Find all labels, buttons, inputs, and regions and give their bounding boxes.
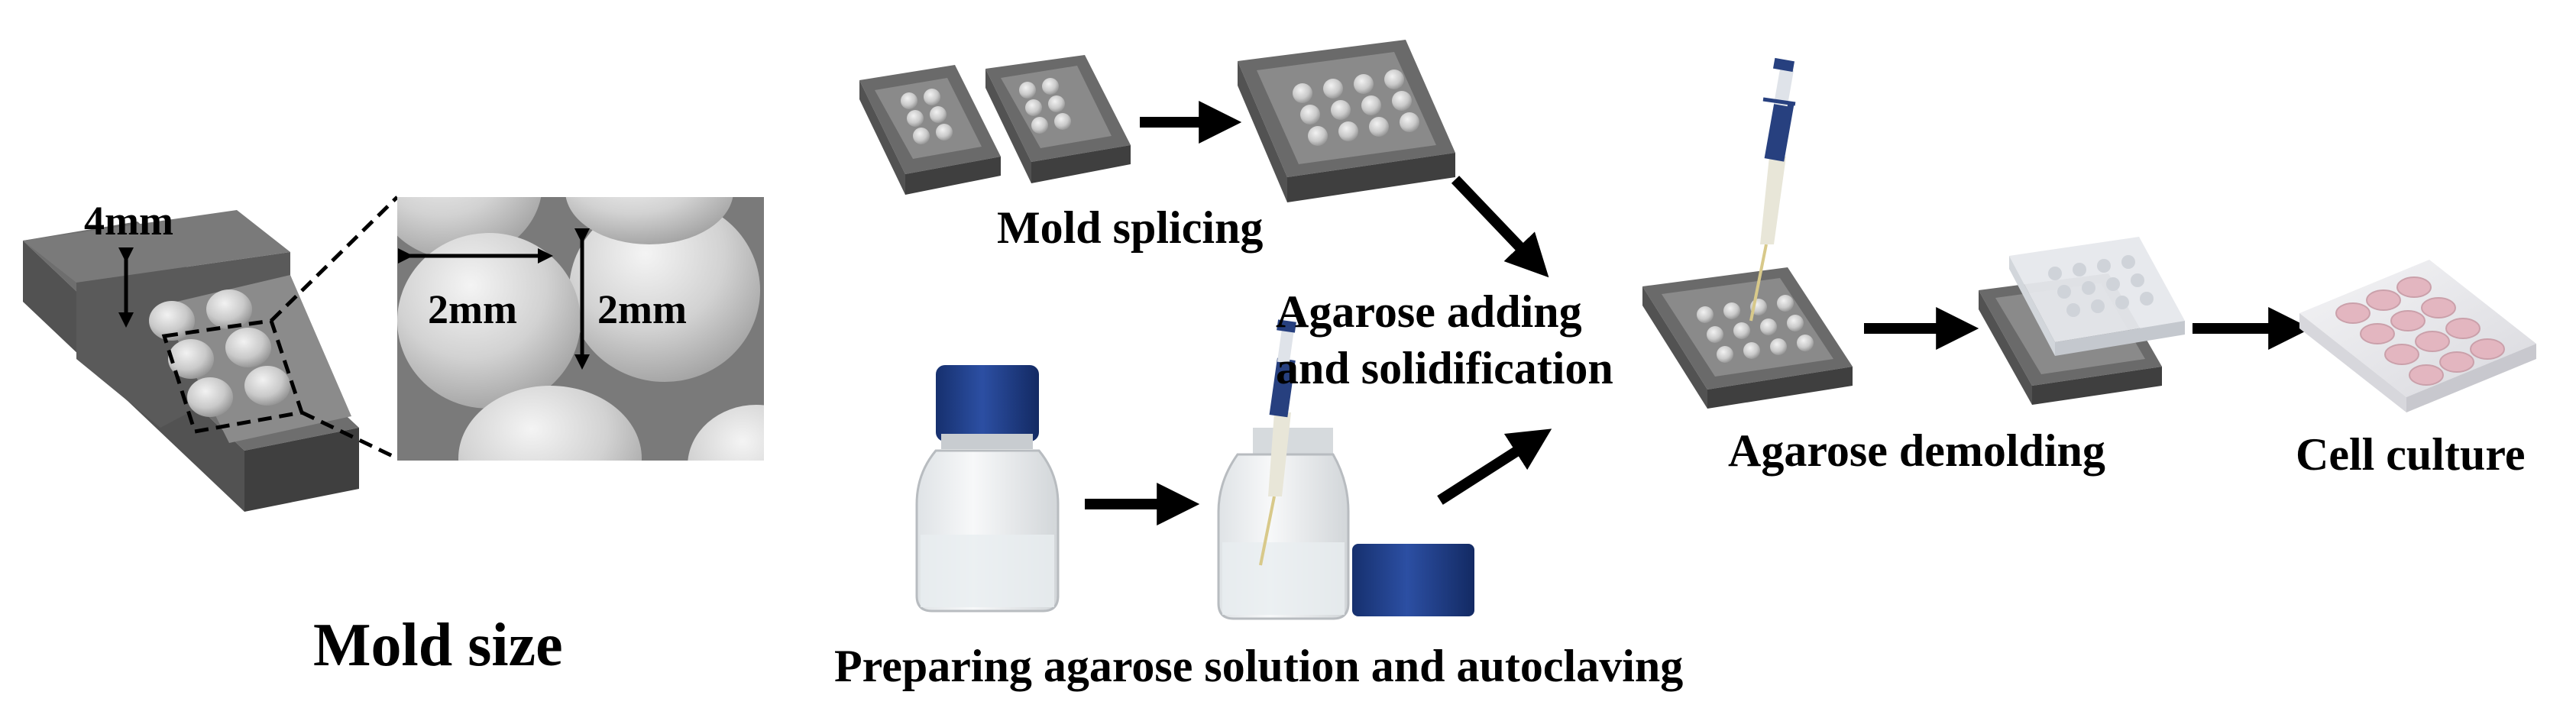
mold-icon	[23, 196, 399, 512]
cap-icon	[1352, 544, 1474, 616]
dim-label-dome-height: 2mm	[597, 286, 687, 332]
mold-size-illustration	[23, 196, 764, 512]
dim-label-wall-height: 4mm	[84, 198, 173, 244]
label-preparing: Preparing agarose solution and autoclavi…	[834, 641, 1684, 691]
mold-combined	[1238, 40, 1455, 202]
dim-label-dome-width: 2mm	[428, 286, 517, 332]
well-plate-icon	[2299, 260, 2536, 412]
mold-splicing-illustration	[859, 40, 1549, 278]
bottle-icon	[915, 365, 1060, 613]
label-mold-size: Mold size	[313, 612, 563, 679]
pipette-icon	[1749, 57, 1796, 322]
mold-half-left	[859, 65, 1001, 195]
agarose-adding-illustration	[1642, 57, 1979, 409]
agarose-demolding-illustration	[1979, 237, 2312, 405]
agarose-slab	[2009, 237, 2185, 356]
label-agarose-demolding: Agarose demolding	[1728, 425, 2105, 476]
preparing-illustration	[915, 319, 1552, 620]
label-mold-splicing: Mold splicing	[997, 202, 1264, 253]
arrow-icon	[1451, 176, 1549, 278]
label-agarose-adding-line1: Agarose adding	[1276, 286, 1582, 337]
label-cell-culture: Cell culture	[2296, 429, 2526, 480]
pipette-icon	[1259, 319, 1296, 566]
label-agarose-adding-line2: and solidification	[1276, 343, 1613, 393]
bottle-icon	[1217, 319, 1350, 620]
zoom-panel	[397, 197, 764, 461]
arrow-icon	[1437, 428, 1552, 505]
mold-half-right	[985, 55, 1131, 183]
